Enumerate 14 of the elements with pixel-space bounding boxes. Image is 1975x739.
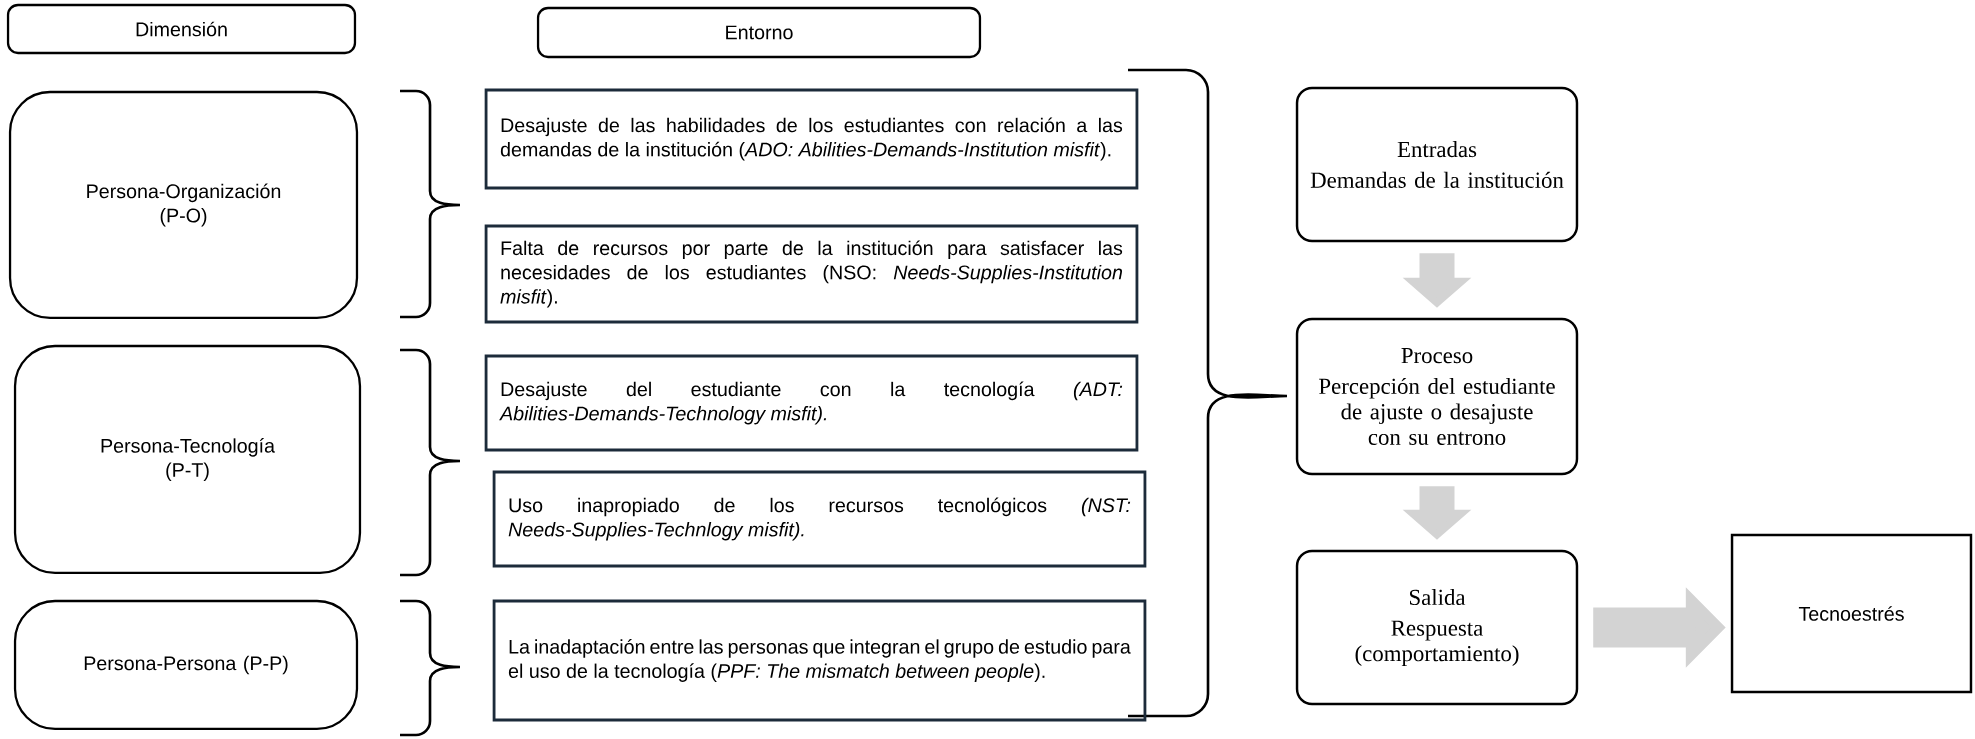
- description-box: Desajuste de las habilidades de los estudiantes con relación a las demandas de la institución (ADO: Abilities-Demands-Institution misfit).: [484, 88, 1139, 190]
- process-box: Salida Respuesta (comportamiento): [1295, 549, 1579, 706]
- process-box: Entradas Demandas de la institución: [1295, 86, 1579, 243]
- description-box: Desajuste del estudiante con la tecnología (ADT: Abilities-Demands-Technology misfit).: [484, 354, 1139, 452]
- description-box: Falta de recursos por parte de la institución para satisfacer las necesidades de los estudiantes (NSO: Needs-Supplies-Institution misfit).: [484, 224, 1139, 324]
- header-box: Dimensión: [6, 3, 357, 55]
- dimension-box: Persona-Persona (P-P): [13, 599, 359, 731]
- process-box: Proceso Percepción del estudiante de ajuste o desajuste con su entrono: [1295, 317, 1579, 476]
- description-box: La inadaptación entre las personas que integran el grupo de estudio para el uso de la tecnología (PPF: The mismatch between people).: [492, 599, 1147, 722]
- dimension-box: Persona-Organización (P-O): [8, 90, 359, 320]
- result-box: Tecnoestrés: [1730, 533, 1973, 694]
- header-box: Entorno: [536, 6, 982, 59]
- description-box: Uso inapropiado de los recursos tecnológicos (NST: Needs-Supplies-Technlogy misfit).: [492, 470, 1147, 568]
- dimension-box: Persona-Tecnología (P-T): [13, 344, 362, 575]
